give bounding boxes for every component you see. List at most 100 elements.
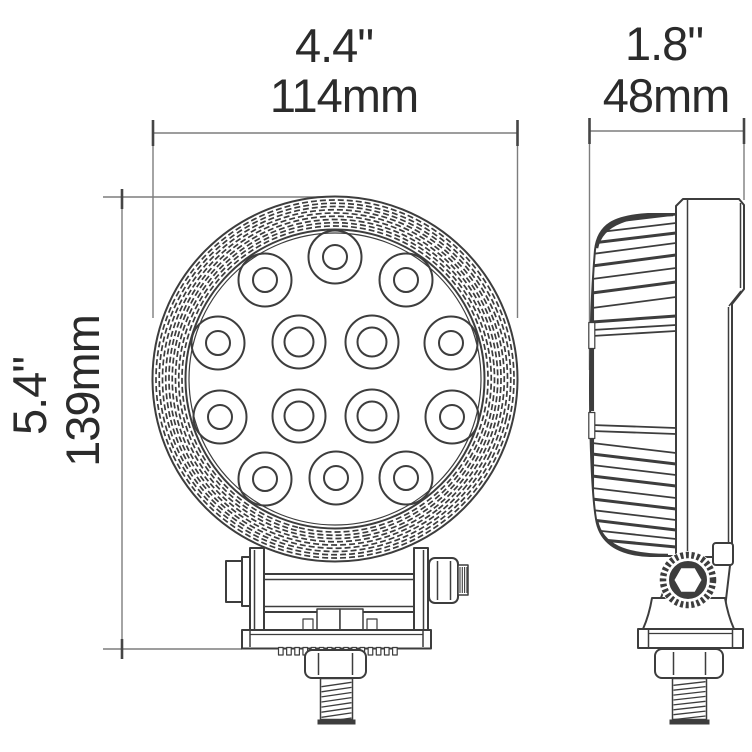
tooth [286, 646, 292, 656]
fin-line [591, 314, 676, 324]
led-outer-ring [271, 388, 327, 444]
rim-clip [588, 411, 596, 440]
thread-line [321, 702, 352, 708]
thread-line [673, 690, 706, 696]
thread-line [321, 686, 352, 693]
lamp-bezel-outer [151, 195, 519, 563]
thread-line [321, 712, 352, 718]
hub-tab [366, 618, 378, 631]
front-width-mm-label: 114mm [270, 69, 418, 122]
bezel-ring [168, 212, 502, 546]
rim-clip [588, 321, 596, 350]
front-height-dimension: 5.4" 139mm [3, 189, 350, 659]
thread-line [321, 696, 352, 703]
fin-line [591, 430, 676, 435]
stud-threads [673, 681, 706, 721]
led [344, 314, 400, 370]
led [271, 388, 327, 444]
led [237, 252, 293, 308]
tooth [277, 646, 284, 656]
bezel-ring [177, 221, 493, 537]
side-view-lamp [588, 198, 745, 725]
fin-line [591, 464, 676, 476]
tooth [392, 646, 398, 656]
fin-line [591, 253, 676, 268]
led [378, 450, 434, 506]
fin-line [591, 296, 676, 309]
thread-line [673, 710, 706, 716]
led-outer-ring [424, 389, 480, 445]
fin-line [591, 474, 676, 488]
led-outer-ring [378, 450, 434, 506]
thread-line [673, 685, 706, 691]
hex-socket [674, 568, 702, 592]
thread-line [321, 707, 352, 713]
led-chip [438, 330, 464, 356]
side-mounting-base [637, 628, 744, 725]
pivot-mount [642, 542, 735, 630]
led-chip [356, 326, 388, 358]
led [344, 388, 400, 444]
pivot-bolt-head [428, 557, 459, 604]
led-outer-ring [237, 252, 293, 308]
thread-line [321, 681, 352, 688]
hub-tab [302, 618, 314, 631]
led-outer-ring [423, 315, 479, 371]
adjust-knob [225, 560, 243, 603]
hex-nut [304, 649, 367, 679]
tooth [383, 646, 390, 656]
thread-line [673, 681, 706, 686]
bezel-ring [164, 208, 506, 550]
fin-line [591, 267, 676, 280]
base-plate [637, 628, 744, 649]
knurled-knob [659, 551, 717, 609]
led [424, 389, 480, 445]
fin-line [591, 442, 676, 454]
led-chip [252, 267, 278, 293]
fin-line [591, 330, 676, 337]
stud-threads [321, 681, 352, 724]
led [192, 389, 248, 445]
bezel-ring [161, 205, 509, 553]
led-outer-ring [378, 252, 434, 308]
led-chip [207, 404, 233, 430]
led-outer-ring [190, 315, 246, 371]
led-chip [393, 267, 419, 293]
top-cap-shade [593, 214, 674, 249]
fin-line [591, 497, 676, 511]
bolt-threaded-tip [457, 564, 469, 596]
thread-line [673, 715, 706, 721]
led-chip [322, 244, 348, 270]
fin-line [591, 424, 676, 429]
fin-line [591, 242, 676, 255]
threaded-stud [319, 677, 354, 721]
bracket-side-plate [413, 547, 429, 633]
side-housing [675, 198, 745, 558]
led-outer-ring [344, 314, 400, 370]
side-width-inches-label: 1.8" [625, 17, 703, 70]
hub-block [316, 608, 341, 631]
led-chip [439, 404, 465, 430]
led-chip [283, 326, 315, 358]
bezel-ring [174, 218, 496, 540]
lens-rim-inner [188, 232, 482, 526]
led-array [190, 229, 480, 507]
led-outer-ring [344, 388, 400, 444]
thread-line [673, 705, 706, 711]
fin-line [591, 509, 676, 521]
thread-line [321, 691, 352, 698]
bezel-ring [155, 199, 515, 559]
thread-line [673, 700, 706, 706]
fin-line [591, 518, 676, 532]
side-width-mm-label: 48mm [603, 69, 730, 122]
bolt-thread-lines [459, 567, 468, 593]
bezel-ring [158, 202, 512, 556]
tooth [367, 646, 374, 656]
led-outer-ring [192, 389, 248, 445]
led-outer-ring [308, 450, 364, 506]
bezel-ring [171, 215, 499, 543]
knob-washer [241, 556, 251, 607]
led-chip [205, 330, 231, 356]
